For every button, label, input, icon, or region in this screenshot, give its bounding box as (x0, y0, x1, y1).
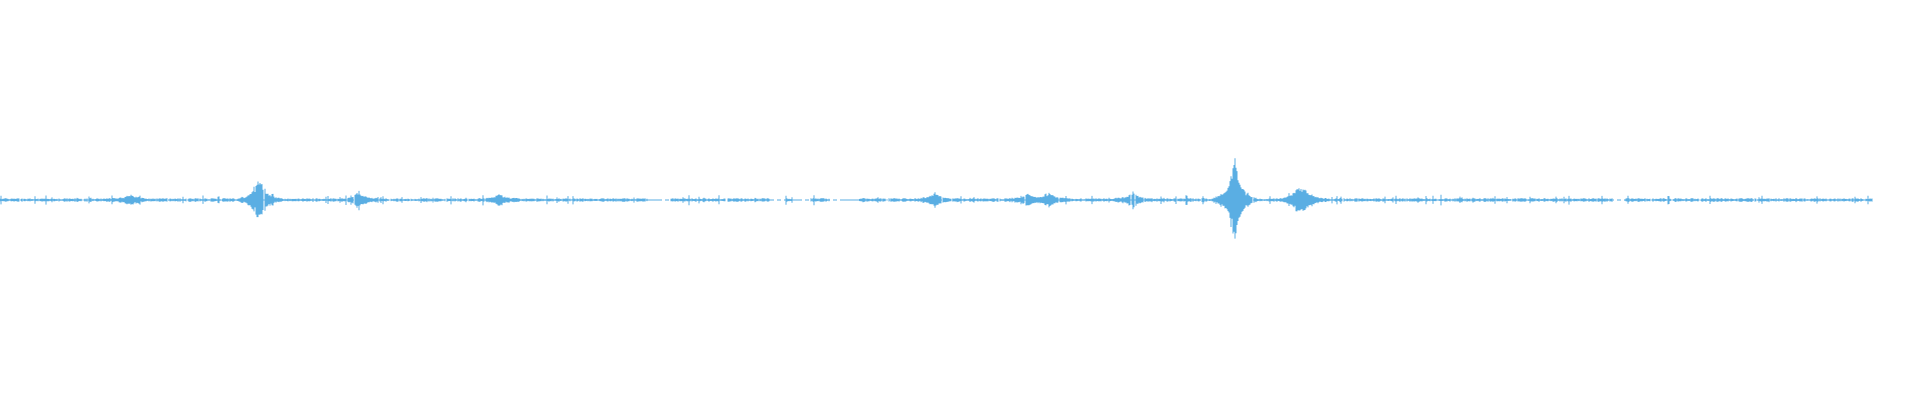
waveform-trace (0, 158, 1873, 239)
waveform-samples (0, 158, 1873, 239)
